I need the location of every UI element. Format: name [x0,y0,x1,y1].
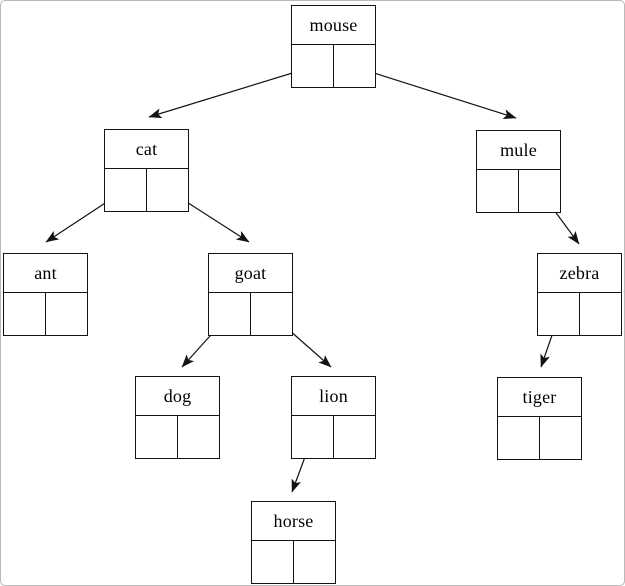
node-mule-pointer-cells [477,170,560,212]
node-zebra-left-pointer-cell [538,293,580,335]
node-label-zebra: zebra [538,254,621,293]
node-label-lion: lion [292,377,375,416]
tree-node-horse: horse [251,501,336,584]
node-zebra-pointer-cells [538,293,621,335]
tree-node-cat: cat [104,129,189,212]
tree-node-mule: mule [476,130,561,213]
node-lion-right-pointer-cell [334,416,375,458]
edge-mouse-left-to-cat [148,66,313,119]
node-tiger-pointer-cells [498,417,581,459]
node-mule-right-pointer-cell [519,170,560,212]
node-goat-right-pointer-cell [251,293,292,335]
node-goat-pointer-cells [209,293,292,335]
node-label-horse: horse [252,502,335,541]
tree-node-ant: ant [3,253,88,336]
node-lion-pointer-cells [292,416,375,458]
node-ant-right-pointer-cell [46,293,87,335]
node-lion-left-pointer-cell [292,416,334,458]
tree-node-dog: dog [135,376,220,459]
node-horse-left-pointer-cell [252,541,294,583]
node-label-dog: dog [136,377,219,416]
tree-node-zebra: zebra [537,253,622,336]
tree-node-tiger: tiger [497,377,582,460]
node-cat-left-pointer-cell [105,169,147,211]
node-mouse-left-pointer-cell [292,45,334,87]
node-goat-left-pointer-cell [209,293,251,335]
node-cat-pointer-cells [105,169,188,211]
node-label-cat: cat [105,130,188,169]
node-ant-pointer-cells [4,293,87,335]
tree-node-goat: goat [208,253,293,336]
node-zebra-right-pointer-cell [580,293,621,335]
node-label-mule: mule [477,131,560,170]
node-mouse-pointer-cells [292,45,375,87]
node-label-goat: goat [209,254,292,293]
tree-node-mouse: mouse [291,5,376,88]
node-dog-right-pointer-cell [178,416,219,458]
node-horse-pointer-cells [252,541,335,583]
node-mule-left-pointer-cell [477,170,519,212]
edge-mouse-right-to-mule [354,66,517,119]
node-tiger-right-pointer-cell [540,417,581,459]
node-horse-right-pointer-cell [294,541,335,583]
node-mouse-right-pointer-cell [334,45,375,87]
node-tiger-left-pointer-cell [498,417,540,459]
node-label-ant: ant [4,254,87,293]
node-label-tiger: tiger [498,378,581,417]
node-label-mouse: mouse [292,6,375,45]
node-dog-pointer-cells [136,416,219,458]
node-dog-left-pointer-cell [136,416,178,458]
node-ant-left-pointer-cell [4,293,46,335]
tree-node-lion: lion [291,376,376,459]
node-cat-right-pointer-cell [147,169,188,211]
